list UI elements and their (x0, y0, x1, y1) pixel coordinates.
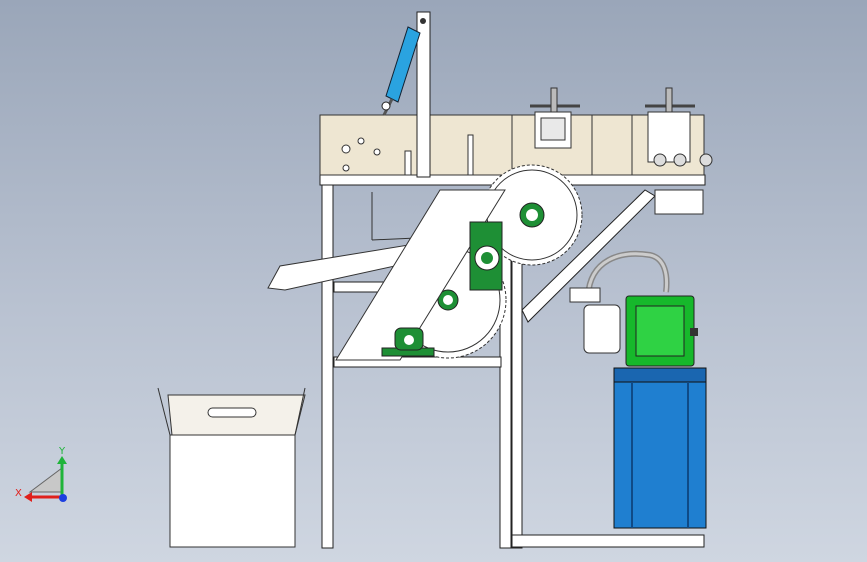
upper-gear[interactable] (481, 164, 583, 266)
open-cardboard-box[interactable] (157, 387, 306, 548)
clamp-assembly-left[interactable] (530, 87, 580, 149)
coordinate-triad-icon: X Y (15, 446, 67, 502)
motor-bracket[interactable] (654, 189, 704, 215)
pump-motor[interactable] (625, 295, 698, 367)
hydraulic-tank[interactable] (613, 381, 707, 529)
clamp-assembly-right[interactable] (645, 87, 695, 167)
vertical-mast[interactable] (416, 11, 431, 178)
oil-filter[interactable] (569, 287, 621, 354)
hydraulic-cylinder[interactable] (381, 26, 421, 116)
tank-lid[interactable] (613, 367, 707, 383)
box-handle-cutout (207, 407, 257, 418)
pillow-block-bearing[interactable] (381, 327, 435, 357)
top-panel-housing[interactable] (319, 114, 713, 176)
triad-x-label: X (15, 488, 22, 499)
triad-y-label: Y (58, 446, 66, 457)
diagonal-plate[interactable] (335, 189, 506, 361)
drive-gearbox[interactable] (469, 221, 503, 291)
